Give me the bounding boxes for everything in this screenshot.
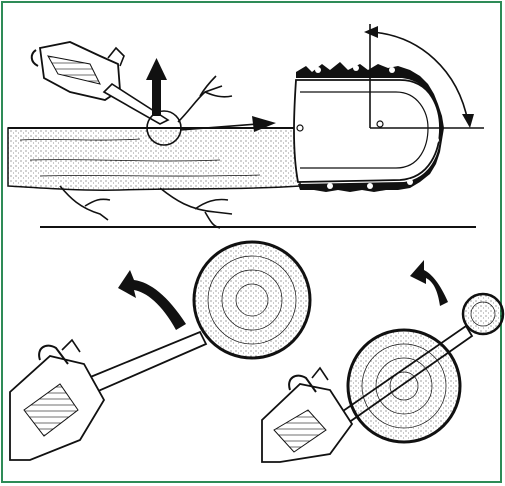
log-icon [8,128,300,190]
branch-icon [60,186,232,228]
chainsaw-icon [32,42,168,124]
top-right-panel [294,24,484,192]
guide-bar-icon [294,80,440,182]
chainsaw-icon [10,340,104,460]
rotation-arrow-icon [410,260,448,306]
log-cross-section-icon [348,330,460,442]
twig-icon [178,76,232,122]
small-log-icon [463,294,503,334]
top-left-panel [8,42,300,228]
chainsaw-icon [262,368,352,462]
rotation-arrow-icon [118,270,186,330]
log-cross-section-icon [194,242,310,358]
